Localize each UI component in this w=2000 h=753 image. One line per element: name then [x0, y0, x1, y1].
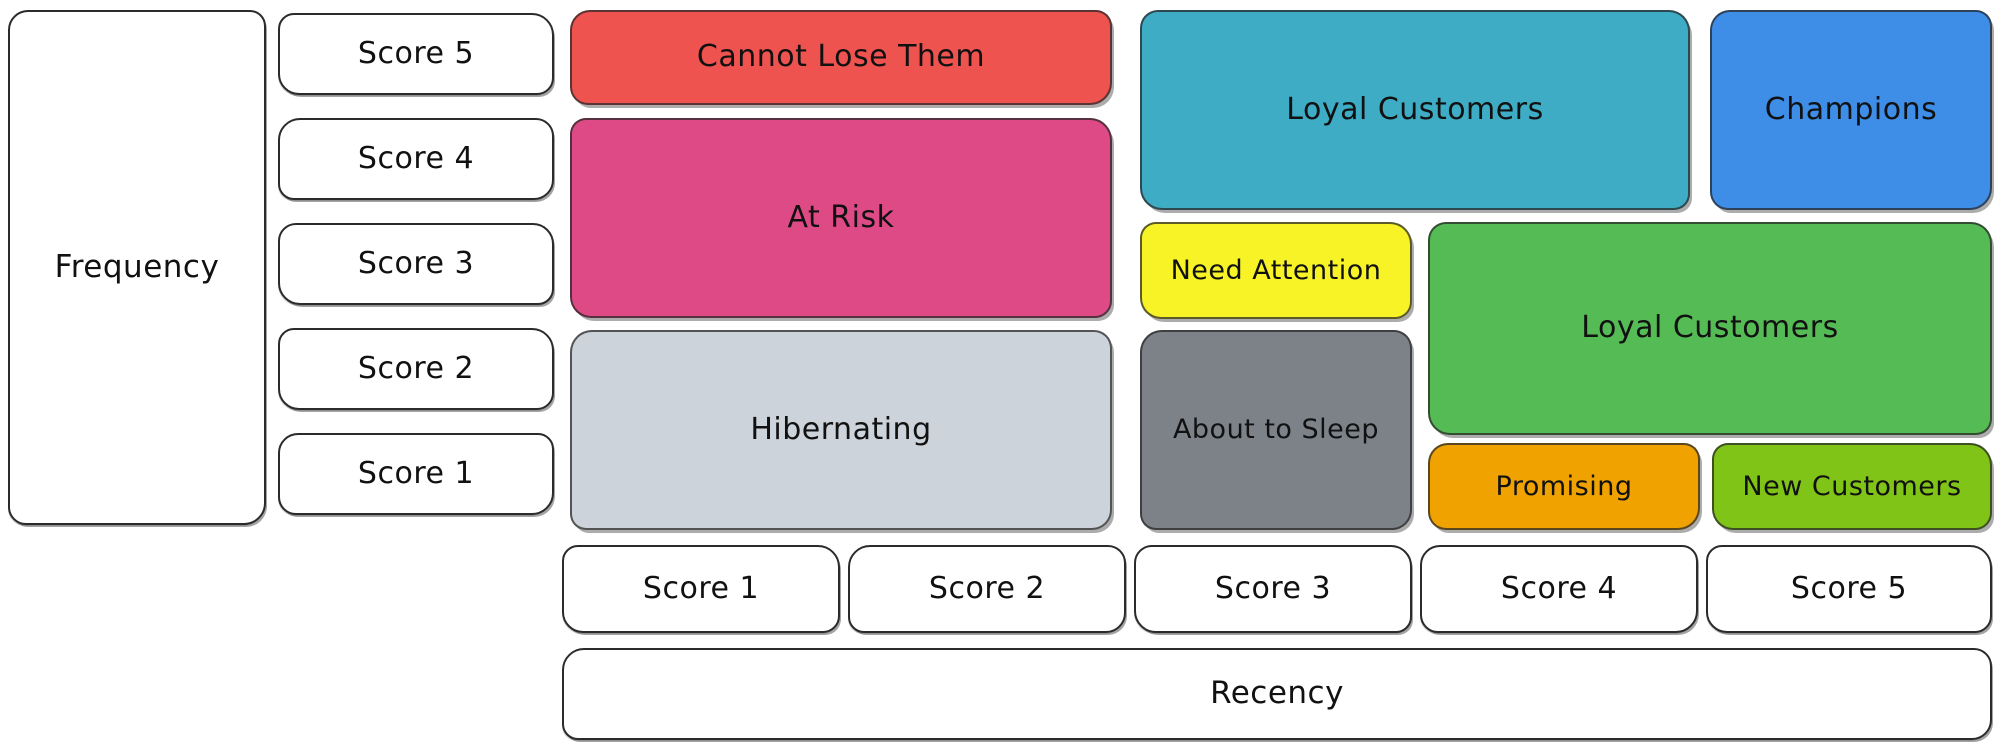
frequency-score-4-label: Score 4 — [357, 140, 475, 176]
recency-score-4[interactable]: Score 4 — [1420, 545, 1698, 633]
frequency-score-3[interactable]: Score 3 — [278, 223, 554, 305]
recency-score-5[interactable]: Score 5 — [1706, 545, 1992, 633]
segment-about-to-sleep-label: About to Sleep — [1172, 414, 1380, 446]
segment-hibernating[interactable]: Hibernating — [570, 330, 1112, 530]
segment-need-attention[interactable]: Need Attention — [1140, 222, 1412, 319]
frequency-score-2[interactable]: Score 2 — [278, 328, 554, 410]
frequency-score-4[interactable]: Score 4 — [278, 118, 554, 200]
segment-champions[interactable]: Champions — [1710, 10, 1992, 210]
frequency-score-5[interactable]: Score 5 — [278, 13, 554, 95]
recency-axis-label-text: Recency — [1210, 675, 1344, 712]
recency-score-2-label: Score 2 — [928, 570, 1046, 606]
recency-score-3-label: Score 3 — [1214, 570, 1332, 606]
recency-score-1[interactable]: Score 1 — [562, 545, 840, 633]
segment-promising[interactable]: Promising — [1428, 443, 1700, 530]
segment-loyal-customers-teal-label: Loyal Customers — [1286, 91, 1544, 127]
segment-loyal-customers-teal[interactable]: Loyal Customers — [1140, 10, 1690, 210]
segment-new-customers-label: New Customers — [1742, 470, 1962, 502]
recency-score-4-label: Score 4 — [1500, 570, 1618, 606]
segment-new-customers[interactable]: New Customers — [1712, 443, 1992, 530]
segment-champions-label: Champions — [1764, 91, 1938, 127]
segment-about-to-sleep[interactable]: About to Sleep — [1140, 330, 1412, 530]
recency-score-5-label: Score 5 — [1790, 570, 1908, 606]
segment-cannot-lose-them[interactable]: Cannot Lose Them — [570, 10, 1112, 105]
segment-hibernating-label: Hibernating — [750, 411, 932, 447]
frequency-score-1[interactable]: Score 1 — [278, 433, 554, 515]
segment-at-risk-label: At Risk — [787, 199, 895, 235]
recency-score-3[interactable]: Score 3 — [1134, 545, 1412, 633]
frequency-score-2-label: Score 2 — [357, 350, 475, 386]
frequency-axis-label: Frequency — [8, 10, 266, 525]
frequency-score-3-label: Score 3 — [357, 245, 475, 281]
recency-axis-label: Recency — [562, 648, 1992, 740]
segment-need-attention-label: Need Attention — [1170, 254, 1382, 286]
frequency-axis-label-text: Frequency — [54, 248, 220, 285]
frequency-score-1-label: Score 1 — [357, 455, 475, 491]
recency-score-1-label: Score 1 — [642, 570, 760, 606]
segment-loyal-customers-green[interactable]: Loyal Customers — [1428, 222, 1992, 435]
segment-cannot-lose-them-label: Cannot Lose Them — [696, 39, 986, 75]
recency-score-2[interactable]: Score 2 — [848, 545, 1126, 633]
segment-at-risk[interactable]: At Risk — [570, 118, 1112, 318]
frequency-score-5-label: Score 5 — [357, 35, 475, 71]
segment-loyal-customers-green-label: Loyal Customers — [1581, 310, 1839, 346]
segment-promising-label: Promising — [1495, 470, 1633, 502]
